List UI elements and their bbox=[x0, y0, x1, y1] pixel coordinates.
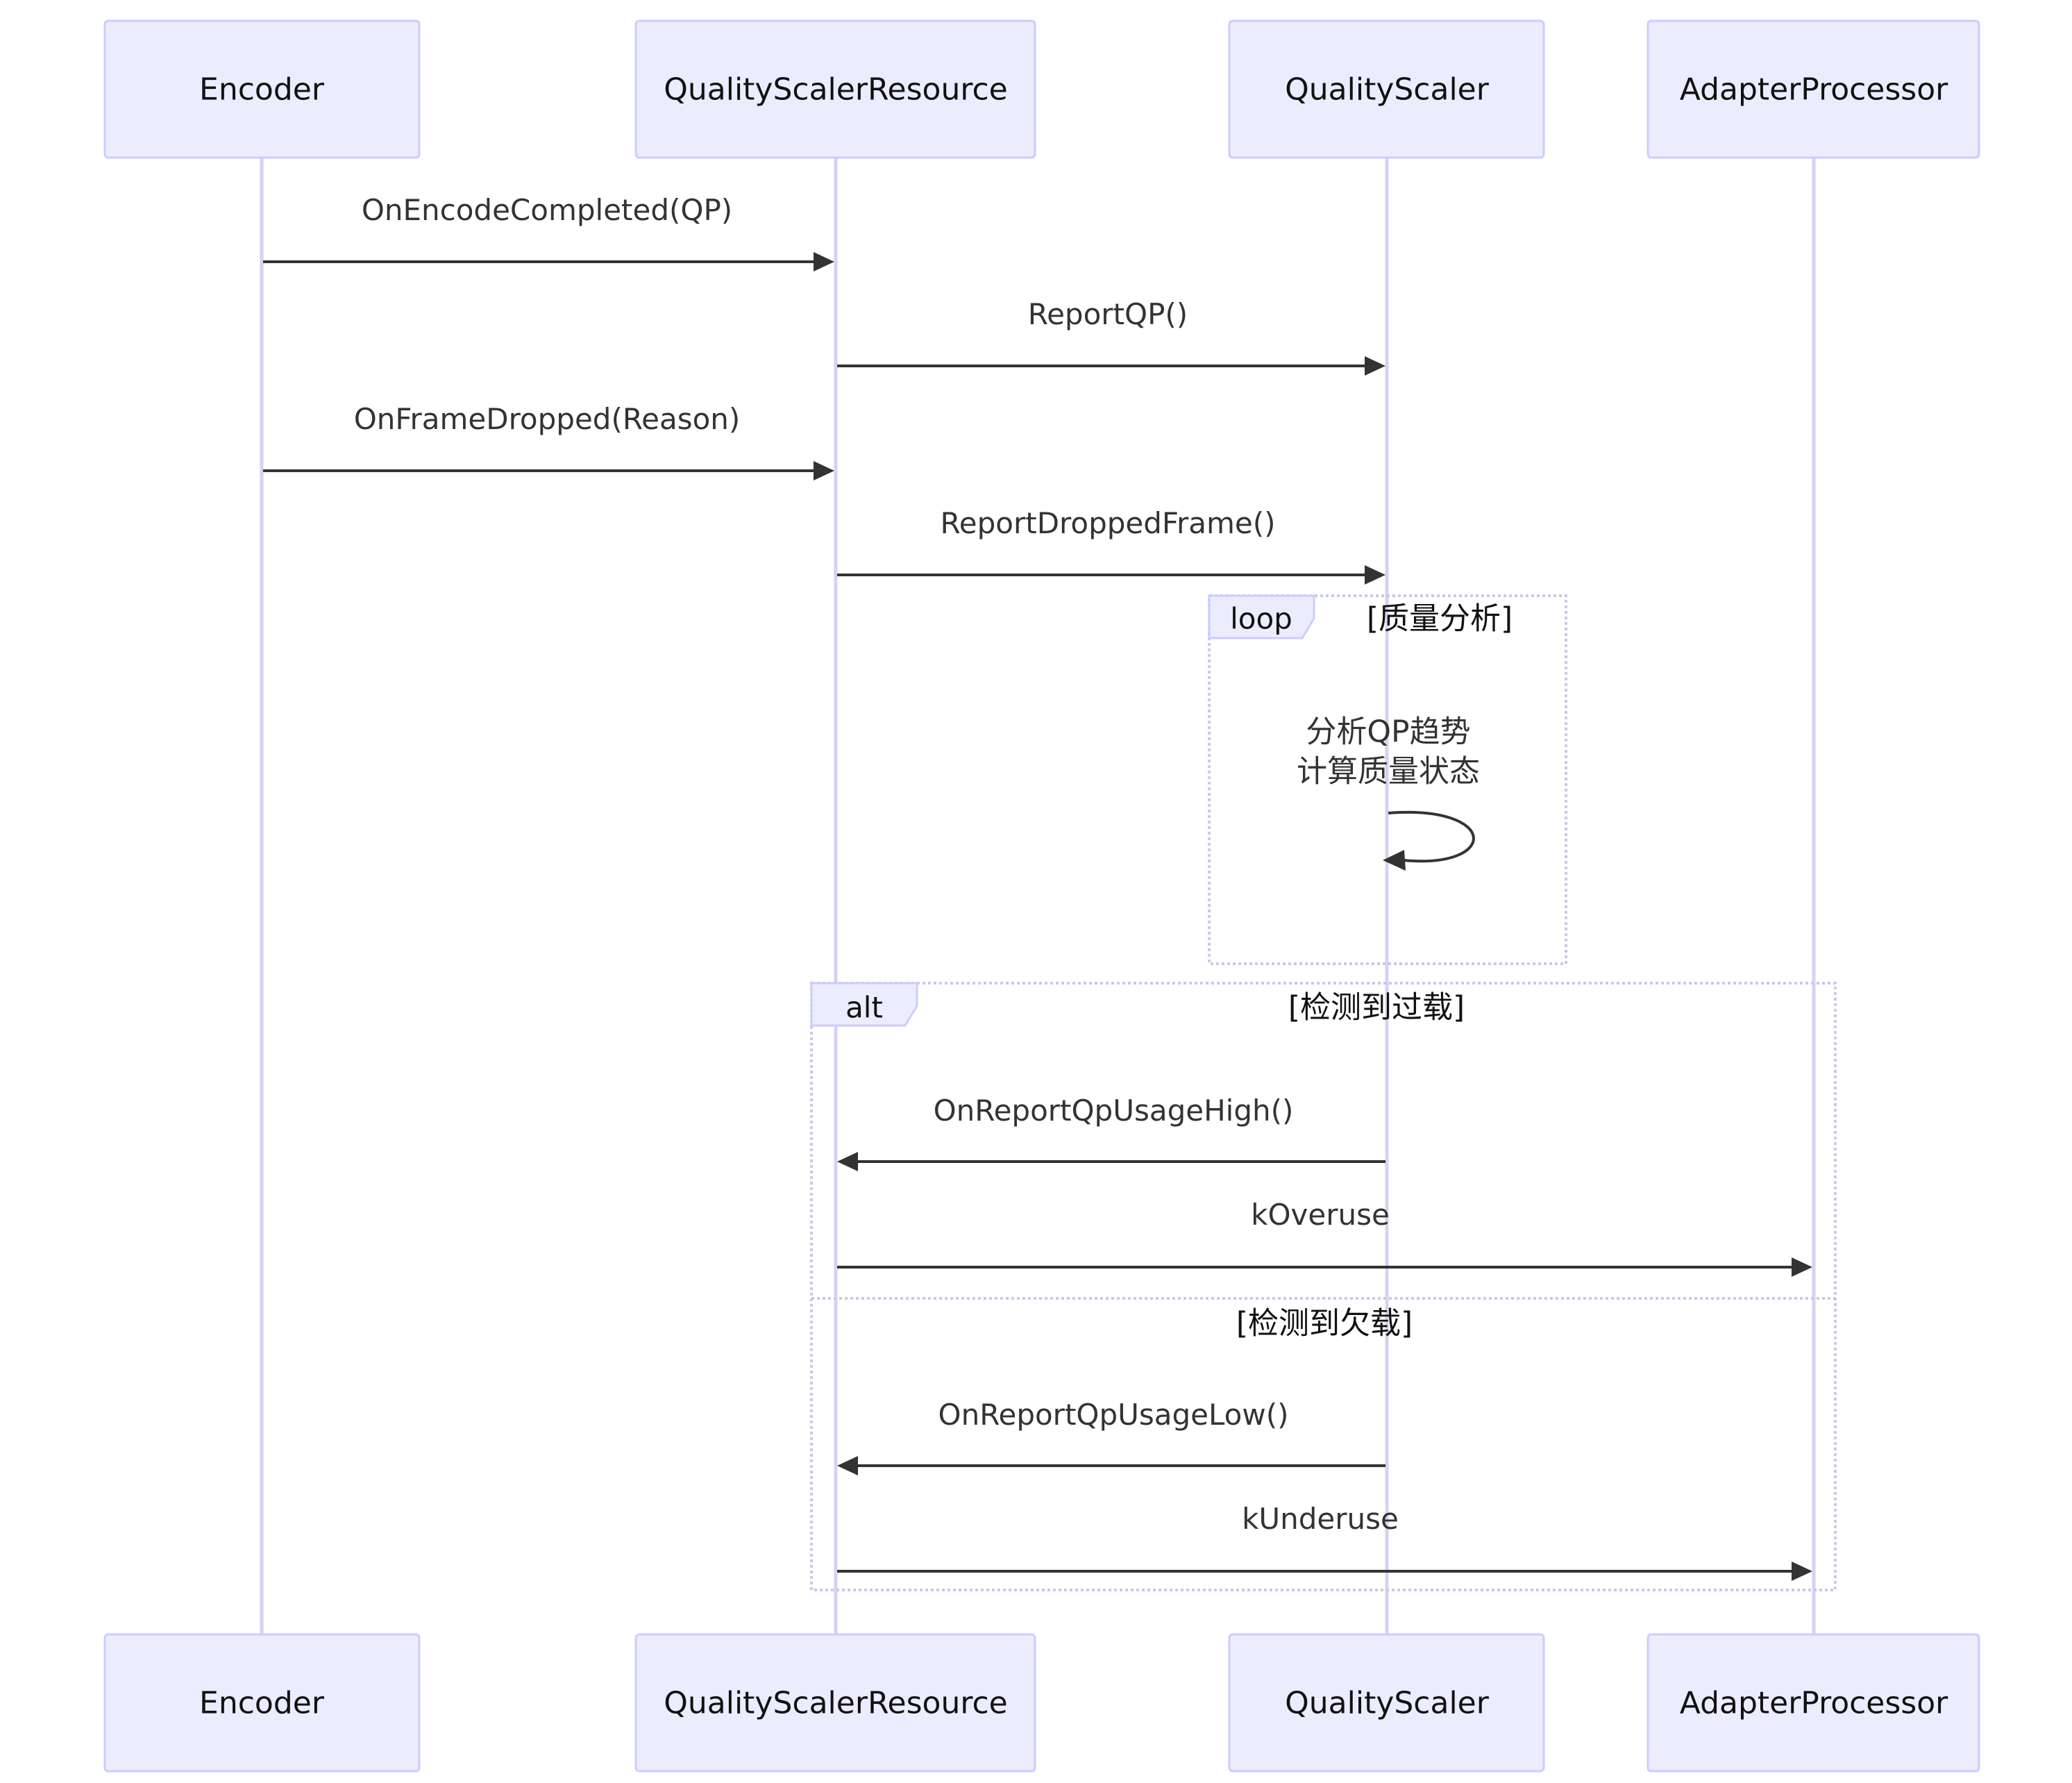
message-on-report-qp-usage-low: OnReportQpUsageLow() bbox=[837, 1398, 1385, 1475]
alt-tag-label: alt bbox=[845, 991, 883, 1025]
loop-tag-label: loop bbox=[1230, 602, 1292, 636]
actor-label: AdapterProcessor bbox=[1680, 72, 1948, 108]
actor-label: QualityScaler bbox=[1285, 1686, 1490, 1721]
actor-label: QualityScalerResource bbox=[664, 1686, 1007, 1721]
message-k-underuse: kUnderuse bbox=[837, 1502, 1812, 1581]
actor-bottom-encoder: Encoder bbox=[103, 1633, 421, 1773]
arrowhead-icon bbox=[1383, 850, 1406, 871]
arrowhead-icon bbox=[1365, 565, 1385, 585]
loop-tag bbox=[1208, 594, 1315, 639]
message-report-dropped-frame: ReportDroppedFrame() bbox=[837, 506, 1385, 585]
actor-label: Encoder bbox=[199, 1686, 325, 1721]
arrowhead-icon bbox=[837, 1456, 858, 1475]
message-label: OnEncodeCompleted(QP) bbox=[362, 193, 732, 227]
actor-label: Encoder bbox=[199, 72, 325, 108]
actor-top-encoder: Encoder bbox=[103, 19, 421, 159]
actor-bottom-quality-scaler: QualityScaler bbox=[1228, 1633, 1545, 1773]
arrowhead-icon bbox=[814, 461, 834, 480]
alt-condition-overload: [检测到过载] bbox=[1288, 990, 1465, 1026]
self-message-line-1: 分析QP趋势 bbox=[1306, 714, 1470, 750]
message-label: ReportQP() bbox=[1028, 297, 1188, 331]
message-report-qp: ReportQP() bbox=[837, 297, 1385, 376]
self-message-line-2: 计算质量状态 bbox=[1297, 754, 1480, 789]
alt-condition-underload: [检测到欠载] bbox=[1236, 1306, 1413, 1341]
message-on-frame-dropped: OnFrameDropped(Reason) bbox=[263, 402, 834, 480]
self-message-analyze: 分析QP趋势 计算质量状态 bbox=[1297, 714, 1480, 871]
message-k-overuse: kOveruse bbox=[837, 1198, 1812, 1277]
actor-top-adapter-processor: AdapterProcessor bbox=[1646, 19, 1980, 159]
message-label: kUnderuse bbox=[1242, 1502, 1399, 1536]
actor-bottom-quality-scaler-resource: QualityScalerResource bbox=[634, 1633, 1036, 1773]
arrowhead-icon bbox=[1365, 356, 1385, 376]
arrowhead-icon bbox=[837, 1152, 858, 1171]
actor-top-quality-scaler: QualityScaler bbox=[1228, 19, 1545, 159]
alt-tag bbox=[810, 982, 918, 1027]
actor-label: AdapterProcessor bbox=[1680, 1686, 1948, 1721]
message-label: kOveruse bbox=[1251, 1198, 1390, 1232]
actor-label: QualityScaler bbox=[1285, 72, 1490, 108]
actor-bottom-adapter-processor: AdapterProcessor bbox=[1646, 1633, 1980, 1773]
message-label: OnReportQpUsageHigh() bbox=[934, 1094, 1294, 1128]
message-label: OnFrameDropped(Reason) bbox=[354, 402, 741, 436]
loop-condition: [质量分析] bbox=[1367, 601, 1513, 637]
actor-label: QualityScalerResource bbox=[664, 72, 1007, 108]
loop-frame: loop [质量分析] 分析QP趋势 计算质量状态 bbox=[1208, 594, 1567, 965]
message-label: OnReportQpUsageLow() bbox=[938, 1398, 1289, 1432]
message-on-report-qp-usage-high: OnReportQpUsageHigh() bbox=[837, 1094, 1385, 1171]
message-on-encode-completed: OnEncodeCompleted(QP) bbox=[263, 193, 834, 271]
actor-top-quality-scaler-resource: QualityScalerResource bbox=[634, 19, 1036, 159]
arrowhead-icon bbox=[1792, 1562, 1812, 1581]
arrowhead-icon bbox=[814, 252, 834, 271]
message-label: ReportDroppedFrame() bbox=[940, 506, 1275, 540]
alt-frame: alt [检测到过载] [检测到欠载] OnReportQpUsageHigh(… bbox=[810, 982, 1837, 1591]
arrowhead-icon bbox=[1792, 1257, 1812, 1277]
